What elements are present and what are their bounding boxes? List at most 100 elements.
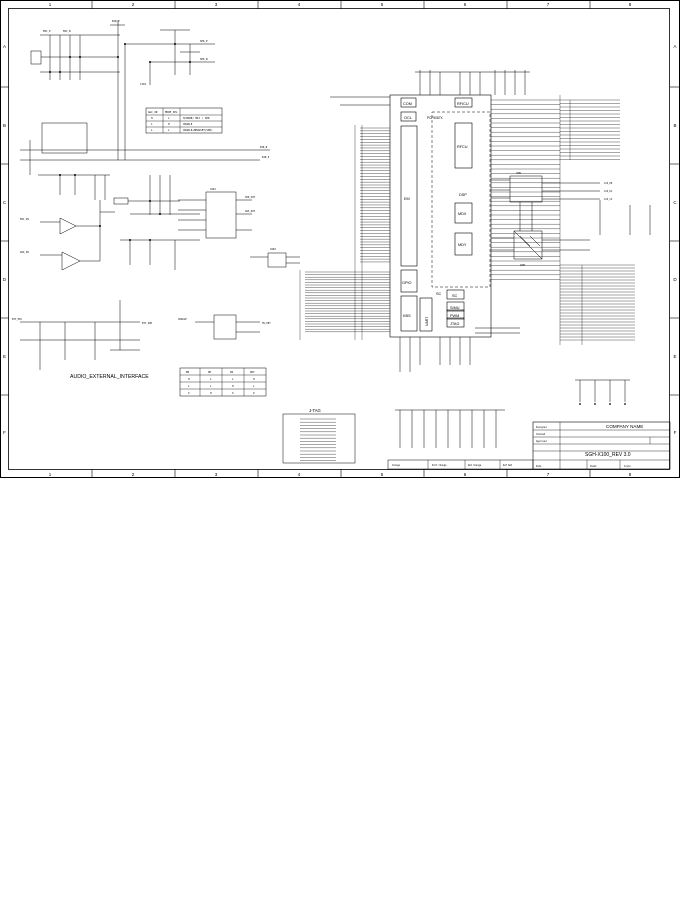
row-label-c-right: C bbox=[673, 200, 677, 205]
row-ticks bbox=[0, 86, 680, 396]
switch-header: IN bbox=[230, 370, 234, 374]
mode-header-sel: MODE_SEL bbox=[165, 110, 178, 114]
row-label-e: E bbox=[3, 354, 6, 359]
svg-text:EXT_SPK: EXT_SPK bbox=[142, 322, 153, 325]
mode-cell: L bbox=[151, 122, 153, 126]
audio-section-label: AUDIO_EXTERNAL_INTERFACE bbox=[70, 374, 149, 380]
switch-cell: L bbox=[188, 384, 190, 388]
block-rfcu: RFCU bbox=[457, 145, 468, 149]
col-label-2: 2 bbox=[132, 2, 135, 7]
switch-cell: L bbox=[210, 377, 212, 381]
mode-cell: H/WIRE/ MIC / SPK bbox=[183, 116, 210, 120]
cpu-chip bbox=[389, 94, 492, 338]
mode-cell: H bbox=[168, 122, 170, 126]
right-peripheral-network bbox=[491, 175, 651, 260]
svg-text:MIC_N: MIC_N bbox=[63, 29, 71, 33]
part-number: PCF5087X bbox=[427, 116, 443, 120]
svg-text:C101: C101 bbox=[140, 82, 147, 86]
row-label-d-right: D bbox=[673, 277, 677, 282]
row-label-f: F bbox=[3, 430, 6, 435]
cpu-top-decoupling bbox=[330, 70, 530, 106]
title-block: COMPANY NAME SGH-X100_REV 3.0 Designed C… bbox=[387, 421, 671, 470]
row-label-b: B bbox=[3, 123, 6, 128]
block-pwm: PWM bbox=[450, 314, 459, 318]
company-name: COMPANY NAME bbox=[606, 424, 643, 429]
drawing-title: SGH-X100_REV 3.0 bbox=[585, 452, 631, 458]
col-label-8: 8 bbox=[629, 2, 632, 7]
block-simu: SIMU bbox=[450, 306, 460, 310]
svg-text:LCD_D0: LCD_D0 bbox=[604, 182, 613, 185]
audio-top-network bbox=[30, 20, 215, 160]
col-label-7-bottom: 7 bbox=[547, 472, 550, 477]
audio-external-network bbox=[20, 300, 260, 370]
cpu-pin-wiring bbox=[299, 95, 635, 345]
tb-label: Scale bbox=[624, 465, 631, 468]
col-label-1-bottom: 1 bbox=[49, 472, 52, 477]
block-mdx: MDX bbox=[458, 212, 467, 216]
block-uart: UART bbox=[425, 317, 429, 326]
col-label-4: 4 bbox=[298, 2, 301, 7]
mode-cell: L bbox=[151, 128, 153, 132]
col-label-5-bottom: 5 bbox=[381, 472, 384, 477]
svg-text:U101: U101 bbox=[210, 188, 216, 191]
svg-text:LCD_D1: LCD_D1 bbox=[604, 190, 613, 193]
block-mdy: MDY bbox=[458, 243, 467, 247]
switch-cell: H bbox=[210, 391, 212, 395]
test-pad-row bbox=[395, 409, 505, 448]
block-kbs: KBS bbox=[403, 314, 411, 318]
row-label-e-right: E bbox=[673, 354, 676, 359]
tb-label: Checked bbox=[536, 433, 546, 436]
svg-text:SPK_N: SPK_N bbox=[200, 57, 208, 61]
audio-amplifier-network bbox=[20, 122, 300, 271]
svg-text:EXT_MIC: EXT_MIC bbox=[12, 318, 23, 321]
tb-label: Designed bbox=[536, 426, 547, 429]
switch-header: OE bbox=[208, 370, 212, 374]
svg-text:EAR_N: EAR_N bbox=[260, 146, 268, 149]
mode-header-agc: AGC_IN bbox=[148, 110, 158, 114]
block-ocl: OCL bbox=[404, 116, 412, 120]
svg-text:EAR_P: EAR_P bbox=[262, 156, 270, 159]
svg-text:HS_DET: HS_DET bbox=[262, 322, 271, 325]
col-label-4-bottom: 4 bbox=[298, 472, 301, 477]
svg-text:MIC_P: MIC_P bbox=[43, 29, 51, 33]
switch-cell: X bbox=[232, 391, 234, 395]
column-ticks bbox=[91, 0, 591, 478]
switch-cell: X bbox=[188, 391, 190, 395]
block-gpio: GPIO bbox=[402, 281, 412, 285]
switch-cell: L bbox=[253, 384, 255, 388]
svg-text:Q301: Q301 bbox=[520, 264, 526, 267]
mode-select-table: AGC_IN MODE_SEL H L H/WIRE/ MIC / SPK L … bbox=[145, 107, 223, 134]
col-label-3: 3 bbox=[215, 2, 218, 7]
row-label-c: C bbox=[3, 200, 7, 205]
switch-cell: L bbox=[232, 377, 234, 381]
switch-cell: H bbox=[188, 377, 190, 381]
switch-truth-table: EN OE IN OUT H L L H L L H L X H X Z bbox=[179, 367, 267, 397]
col-label-7: 7 bbox=[547, 2, 550, 7]
block-sc-label: SC bbox=[436, 292, 442, 296]
mode-cell: CRADLE bbox=[183, 122, 193, 126]
tb-change-label: Part Change bbox=[432, 464, 447, 467]
col-label-5: 5 bbox=[381, 2, 384, 7]
switch-header: OUT bbox=[250, 370, 255, 374]
row-label-b-right: B bbox=[673, 123, 676, 128]
mode-cell: CRADLE+HEADSET(SPK) bbox=[183, 128, 213, 132]
block-rficu: RFICU bbox=[457, 102, 469, 106]
block-jtag: JTAG bbox=[450, 322, 459, 326]
tb-label: Sheet bbox=[590, 465, 597, 468]
svg-text:MIC_IN: MIC_IN bbox=[20, 218, 29, 221]
switch-cell: L bbox=[210, 384, 212, 388]
tb-label: Approved bbox=[536, 440, 547, 443]
col-label-3-bottom: 3 bbox=[215, 472, 218, 477]
row-label-f-right: F bbox=[674, 430, 677, 435]
inner-border bbox=[8, 8, 670, 470]
col-label-8-bottom: 8 bbox=[629, 472, 632, 477]
mode-cell: L bbox=[168, 128, 170, 132]
col-label-2-bottom: 2 bbox=[132, 472, 135, 477]
block-dsp: DSP bbox=[459, 193, 467, 197]
tb-label: Date bbox=[536, 465, 542, 468]
row-label-d: D bbox=[3, 277, 7, 282]
col-label-6-bottom: 6 bbox=[464, 472, 467, 477]
mode-cell: H bbox=[151, 116, 153, 120]
switch-cell: Z bbox=[253, 391, 255, 395]
